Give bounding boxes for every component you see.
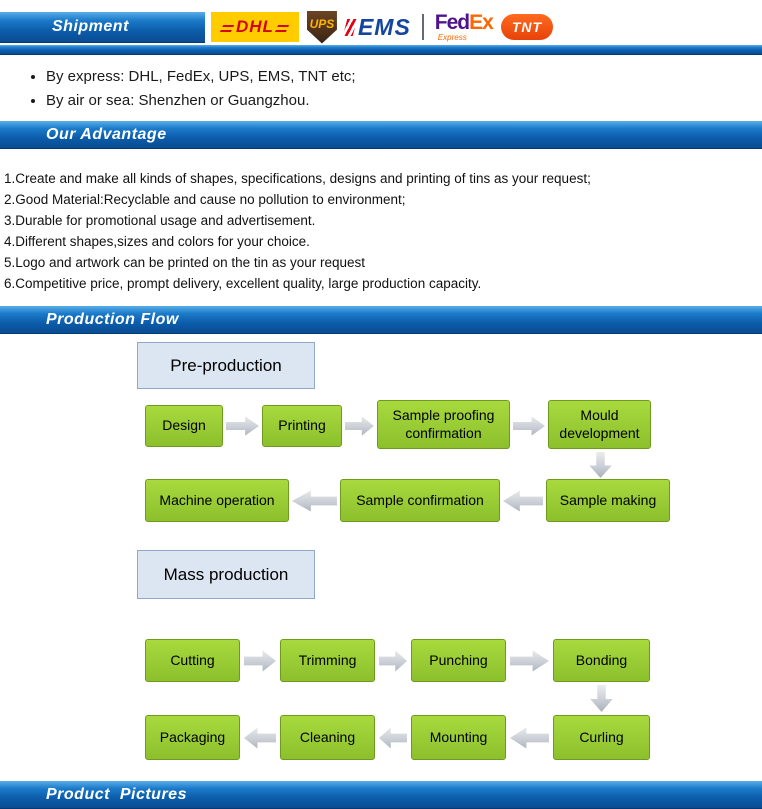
production-flow-title: Production Flow	[46, 310, 179, 328]
ems-logo-icon: EMS	[342, 13, 411, 41]
arrow-left-icon	[379, 727, 407, 749]
shipment-title: Shipment	[52, 17, 129, 35]
ems-stripes-icon	[342, 18, 358, 36]
fedex-express-text: Express	[437, 33, 467, 42]
advantage-item: 1.Create and make all kinds of shapes, s…	[4, 171, 591, 186]
arrow-left-icon	[503, 490, 543, 512]
arrow-right-icon	[345, 416, 374, 436]
flow-node-design: Design	[145, 405, 223, 447]
advantage-item: 4.Different shapes,sizes and colors for …	[4, 234, 310, 249]
section-header-shipment: Shipment	[0, 11, 205, 43]
flow-node-cutting: Cutting	[145, 639, 240, 682]
arrow-right-icon	[513, 416, 545, 436]
logo-separator	[421, 14, 424, 40]
section-header-production-flow: Production Flow	[0, 306, 762, 334]
arrow-left-icon	[510, 727, 549, 749]
arrow-right-icon	[379, 650, 407, 672]
arrow-right-icon	[244, 650, 276, 672]
shipping-methods-list: By express: DHL, FedEx, UPS, EMS, TNT et…	[46, 68, 762, 109]
our-advantage-title: Our Advantage	[46, 125, 167, 143]
arrow-right-icon	[226, 416, 259, 436]
dhl-stripes-icon	[274, 22, 291, 32]
flow-node-printing: Printing	[262, 405, 342, 447]
advantage-item: 5.Logo and artwork can be printed on the…	[4, 255, 365, 270]
flow-stage-pre-production: Pre-production	[137, 342, 315, 389]
flow-node-sample-making: Sample making	[546, 479, 670, 522]
tnt-logo-icon: TNT	[500, 14, 554, 40]
fedex-wordmark: FedEx	[434, 11, 494, 34]
arrow-down-icon	[589, 452, 612, 478]
fedex-logo-icon: FedEx Express	[434, 11, 494, 42]
flow-node-bonding: Bonding	[553, 639, 650, 682]
flow-node-machine-operation: Machine operation	[145, 479, 289, 522]
flow-stage-mass-production: Mass production	[137, 550, 315, 599]
shipment-header: Shipment DHL UPS EMS FedEx Express TNT	[0, 10, 762, 44]
arrow-down-icon	[590, 685, 613, 712]
fedex-ex-text: Ex	[469, 11, 494, 34]
product-pictures-title: Product Pictures	[46, 785, 187, 803]
dhl-logo-text: DHL	[236, 17, 274, 36]
dhl-logo-icon: DHL	[211, 12, 299, 42]
advantage-list: 1.Create and make all kinds of shapes, s…	[0, 149, 762, 306]
arrow-left-icon	[244, 727, 276, 749]
ems-logo-text: EMS	[357, 13, 411, 40]
flow-node-packaging: Packaging	[145, 715, 240, 760]
shipping-method-express: By express: DHL, FedEx, UPS, EMS, TNT et…	[46, 68, 762, 85]
advantage-item: 3.Durable for promotional usage and adve…	[4, 213, 316, 228]
section-header-our-advantage: Our Advantage	[0, 121, 762, 149]
dhl-stripes-icon	[219, 22, 236, 32]
tnt-logo-text: TNT	[511, 19, 543, 35]
flow-node-trimming: Trimming	[280, 639, 375, 682]
flow-node-cleaning: Cleaning	[280, 715, 375, 760]
flow-node-sample-proofing-confirmation: Sample proofing confirmation	[377, 400, 510, 449]
shipment-header-underline	[0, 45, 762, 55]
flow-node-mould-development: Mould development	[548, 400, 651, 449]
shipping-method-air-sea: By air or sea: Shenzhen or Guangzhou.	[46, 92, 762, 109]
fedex-fed-text: Fed	[434, 11, 470, 34]
production-flow-diagram: Pre-production Design Printing Sample pr…	[0, 342, 762, 767]
flow-node-mounting: Mounting	[411, 715, 506, 760]
flow-node-curling: Curling	[553, 715, 650, 760]
advantage-item: 6.Competitive price, prompt delivery, ex…	[4, 276, 482, 291]
arrow-right-icon	[510, 650, 549, 672]
section-header-product-pictures: Product Pictures	[0, 781, 762, 809]
advantage-item: 2.Good Material:Recyclable and cause no …	[4, 192, 406, 207]
carrier-logos: DHL UPS EMS FedEx Express TNT	[205, 10, 554, 44]
ups-logo-text: UPS	[309, 17, 335, 31]
flow-node-sample-confirmation: Sample confirmation	[340, 479, 500, 522]
ups-logo-icon: UPS	[306, 10, 337, 44]
arrow-left-icon	[292, 490, 337, 512]
flow-node-punching: Punching	[411, 639, 506, 682]
